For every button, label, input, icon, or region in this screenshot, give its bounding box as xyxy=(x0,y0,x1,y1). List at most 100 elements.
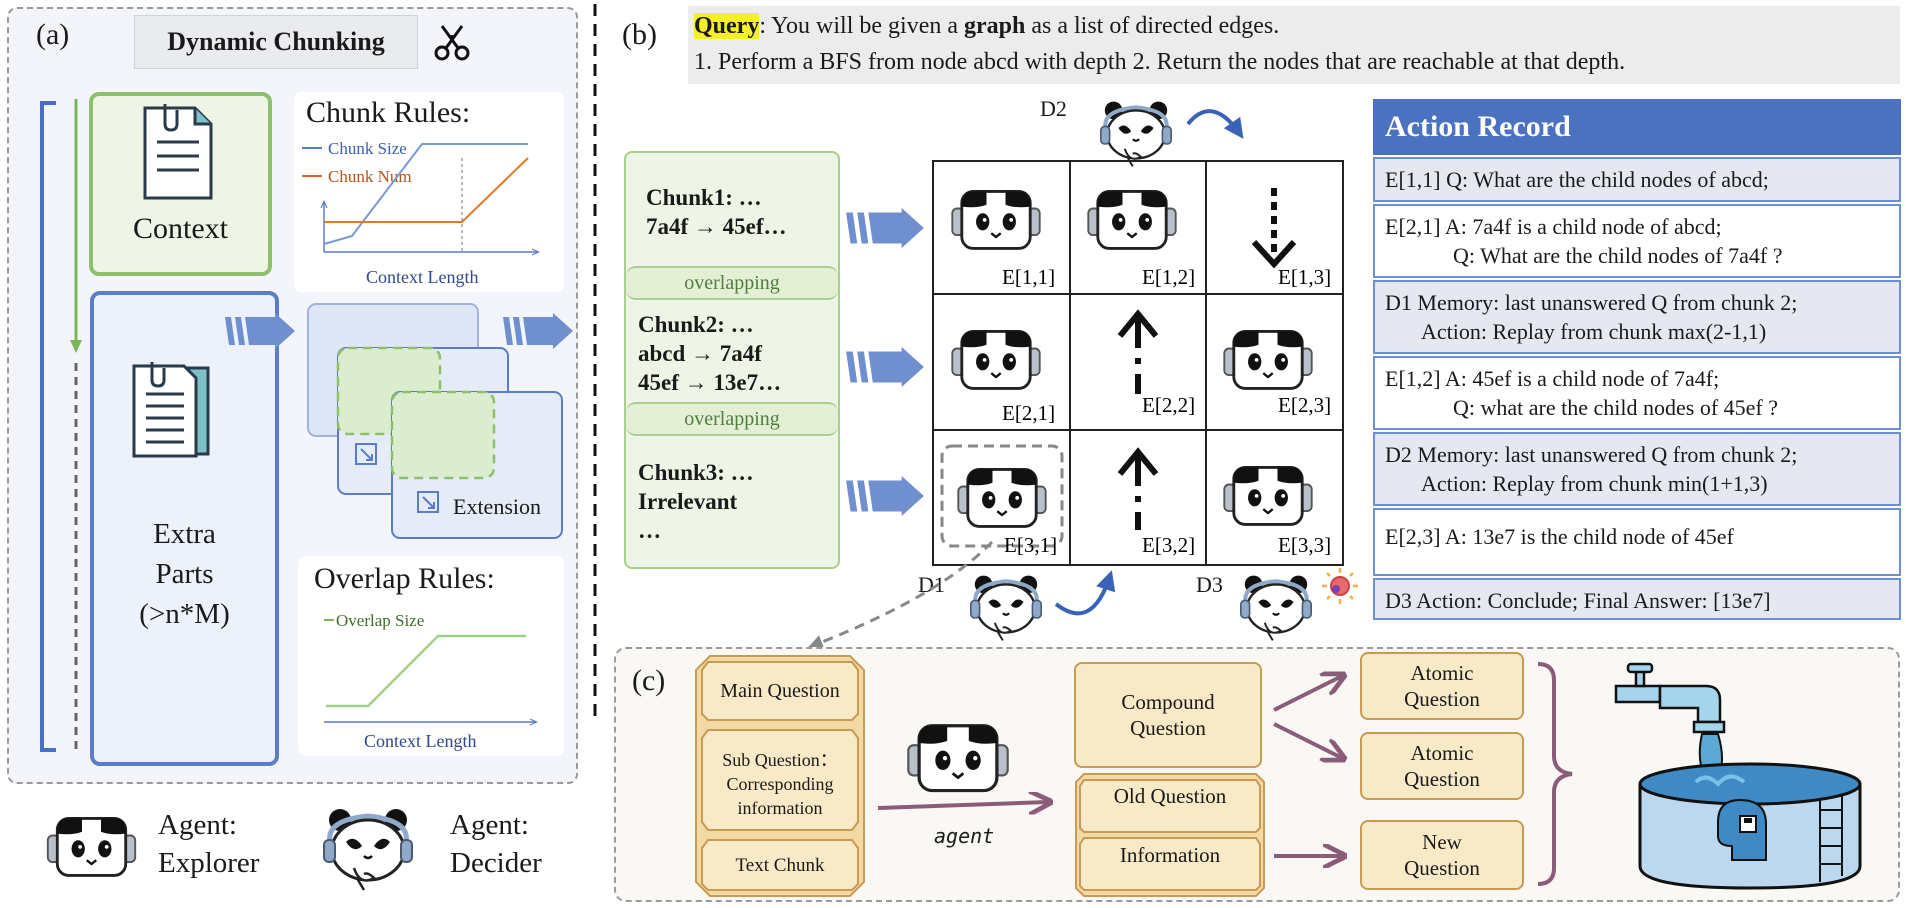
extra-parts-label: Extra Parts (>n*M) xyxy=(90,514,279,634)
grid-label-e32: E[3,2] xyxy=(1142,533,1195,557)
action-record-row-6-line-1: E[2,3] A: 13e7 is the child node of 45ef xyxy=(1385,524,1734,549)
brace-icon xyxy=(1537,662,1573,886)
action-record-row: E[2,1] A: 7a4f is a child node of abcd; … xyxy=(1373,204,1901,278)
atomic-question-2-line-1: Atomic xyxy=(1410,741,1474,765)
sub-question-label: Sub Question：Corresponding information xyxy=(722,750,838,818)
query-text: Query: You will be given a graph as a li… xyxy=(694,8,1625,80)
action-record-row-1-line-1: E[1,1] Q: What are the child nodes of ab… xyxy=(1385,167,1769,192)
chunk-3: Chunk3: … Irrelevant … xyxy=(638,458,754,545)
action-record-row-3-line-2: Action: Replay from chunk max(2-1,1) xyxy=(1421,319,1767,344)
chunk-rules-xlabel: Context Length xyxy=(366,267,479,287)
chunk-num-legend: Chunk Num xyxy=(328,167,412,186)
chunk-3-line-1: Chunk3: … xyxy=(638,460,754,485)
chunk-2-line-1: Chunk2: … xyxy=(638,312,754,337)
decider-d3-label: D3 xyxy=(1196,572,1223,597)
extra-parts-line-1: Extra xyxy=(153,518,216,550)
decider-agent-icon xyxy=(318,802,418,892)
action-record-row-5-line-2: Action: Replay from chunk min(1+1,3) xyxy=(1421,471,1768,496)
context-label: Context xyxy=(133,212,228,245)
chevron-arrow-icon xyxy=(846,347,924,387)
main-question-label: Main Question xyxy=(720,679,840,702)
panel-label-b: (b) xyxy=(622,18,657,51)
chunk-size-legend: Chunk Size xyxy=(328,140,407,158)
extra-parts-line-2: Parts xyxy=(155,558,214,590)
explorer-agent-icon xyxy=(950,189,1042,250)
explorer-agent-icon xyxy=(44,806,139,884)
query-line1-bold: graph xyxy=(964,13,1026,39)
flow-bracket xyxy=(40,99,82,752)
query-label: Query xyxy=(694,13,760,39)
decider-agent-icon xyxy=(1236,570,1316,642)
atomic-question-2-line-2: Question xyxy=(1404,767,1480,791)
action-record-row-7-line-1: D3 Action: Conclude; Final Answer: [13e7… xyxy=(1385,588,1771,613)
decider-legend-label: Agent: Decider xyxy=(450,806,542,882)
action-record-row: E[2,3] A: 13e7 is the child node of 45ef xyxy=(1373,508,1901,576)
up-arrow-icon xyxy=(1117,447,1159,530)
curved-arrow-icon xyxy=(1054,570,1116,616)
memory-tank-icon xyxy=(1614,662,1862,890)
action-record-row-3-line-1: D1 Memory: last unanswered Q from chunk … xyxy=(1385,290,1798,315)
explorer-agent-icon xyxy=(950,329,1042,390)
chunk-rules-title: Chunk Rules: xyxy=(306,96,471,129)
atomic-question-1-line-2: Question xyxy=(1404,687,1480,711)
scissors-icon xyxy=(434,25,470,61)
chunk-1: Chunk1: … 7a4f → 45ef… xyxy=(646,183,787,241)
agent-arrow xyxy=(877,792,1060,822)
compound-question-box: Compound Question xyxy=(1074,662,1262,768)
chunk-1-line-2: 7a4f → 45ef… xyxy=(646,214,787,239)
overlap-rules-xlabel: Context Length xyxy=(364,731,477,751)
query-line-2: 1. Perform a BFS from node abcd with dep… xyxy=(694,49,1626,75)
new-question-line-1: New xyxy=(1422,830,1462,854)
document-icon xyxy=(143,104,213,200)
chevron-arrow-icon xyxy=(846,476,924,516)
multi-document-icon xyxy=(132,362,210,458)
grid-label-e11: E[1,1] xyxy=(1002,265,1055,289)
query-line-1: Query: You will be given a graph as a li… xyxy=(694,8,1625,44)
decider-legend-line-1: Agent: xyxy=(450,809,529,841)
atomic-question-1-line-1: Atomic xyxy=(1410,661,1474,685)
compound-question-line-2: Question xyxy=(1130,716,1206,740)
agent-arrow-label: agent xyxy=(934,824,995,848)
stacked-chunks-illustration xyxy=(307,303,563,539)
grid-label-e12: E[1,2] xyxy=(1142,265,1195,289)
explorer-legend-line-1: Agent: xyxy=(158,809,237,841)
old-question-label: Old Question xyxy=(1113,784,1227,808)
decider-legend-line-2: Decider xyxy=(450,847,542,879)
query-box xyxy=(688,6,1900,84)
action-record-row: E[1,1] Q: What are the child nodes of ab… xyxy=(1373,157,1901,202)
grid-label-e21: E[2,1] xyxy=(1002,401,1055,425)
panel-separator xyxy=(593,4,597,719)
chunk-1-line-1: Chunk1: … xyxy=(646,185,762,210)
extension-label: Extension xyxy=(453,494,541,519)
panel-label-c: (c) xyxy=(632,664,666,697)
text-chunk-label: Text Chunk xyxy=(735,855,825,876)
question-stack xyxy=(695,655,865,897)
exploration-grid: E[1,1] E[1,2] E[1,3] E[2,1] E[2,2] E[2,3… xyxy=(932,160,1344,566)
action-record-row: E[1,2] A: 45ef is a child node of 7a4f; … xyxy=(1373,356,1901,430)
decider-agent-icon xyxy=(1096,96,1176,168)
explorer-agent-icon xyxy=(1222,329,1314,390)
new-question-line-2: Question xyxy=(1404,856,1480,880)
chunk-2: Chunk2: … abcd → 7a4f 45ef → 13e7… xyxy=(638,310,781,397)
atomic-question-box-1: Atomic Question xyxy=(1360,652,1524,720)
query-line1-post: as a list of directed edges. xyxy=(1025,13,1280,39)
explorer-agent-icon xyxy=(1222,465,1314,526)
action-record-row-4-line-2: Q: what are the child nodes of 45ef ? xyxy=(1453,395,1778,420)
chunk-rules-chart: Chunk Size Chunk Num xyxy=(302,140,564,260)
down-arrow-icon xyxy=(1251,188,1297,269)
explorer-legend-label: Agent: Explorer xyxy=(158,806,259,882)
zoom-connector-arrow xyxy=(807,540,994,650)
chunk-3-line-2: Irrelevant xyxy=(638,489,738,514)
overlapping-label-2: overlapping xyxy=(626,402,838,436)
atomic-question-box-2: Atomic Question xyxy=(1360,732,1524,800)
old-question-group xyxy=(1075,773,1265,897)
chunk-2-line-3: 45ef → 13e7… xyxy=(638,370,782,395)
explorer-agent-icon xyxy=(1086,189,1178,250)
overlapping-label-1: overlapping xyxy=(626,266,838,300)
information-label: Information xyxy=(1119,843,1221,867)
curved-arrow-icon xyxy=(1186,109,1244,139)
explorer-agent-icon xyxy=(904,712,1012,800)
chunk-2-line-2: abcd → 7a4f xyxy=(638,341,762,366)
decider-d2-label: D2 xyxy=(1040,96,1067,121)
action-record-row: D1 Memory: last unanswered Q from chunk … xyxy=(1373,280,1901,354)
